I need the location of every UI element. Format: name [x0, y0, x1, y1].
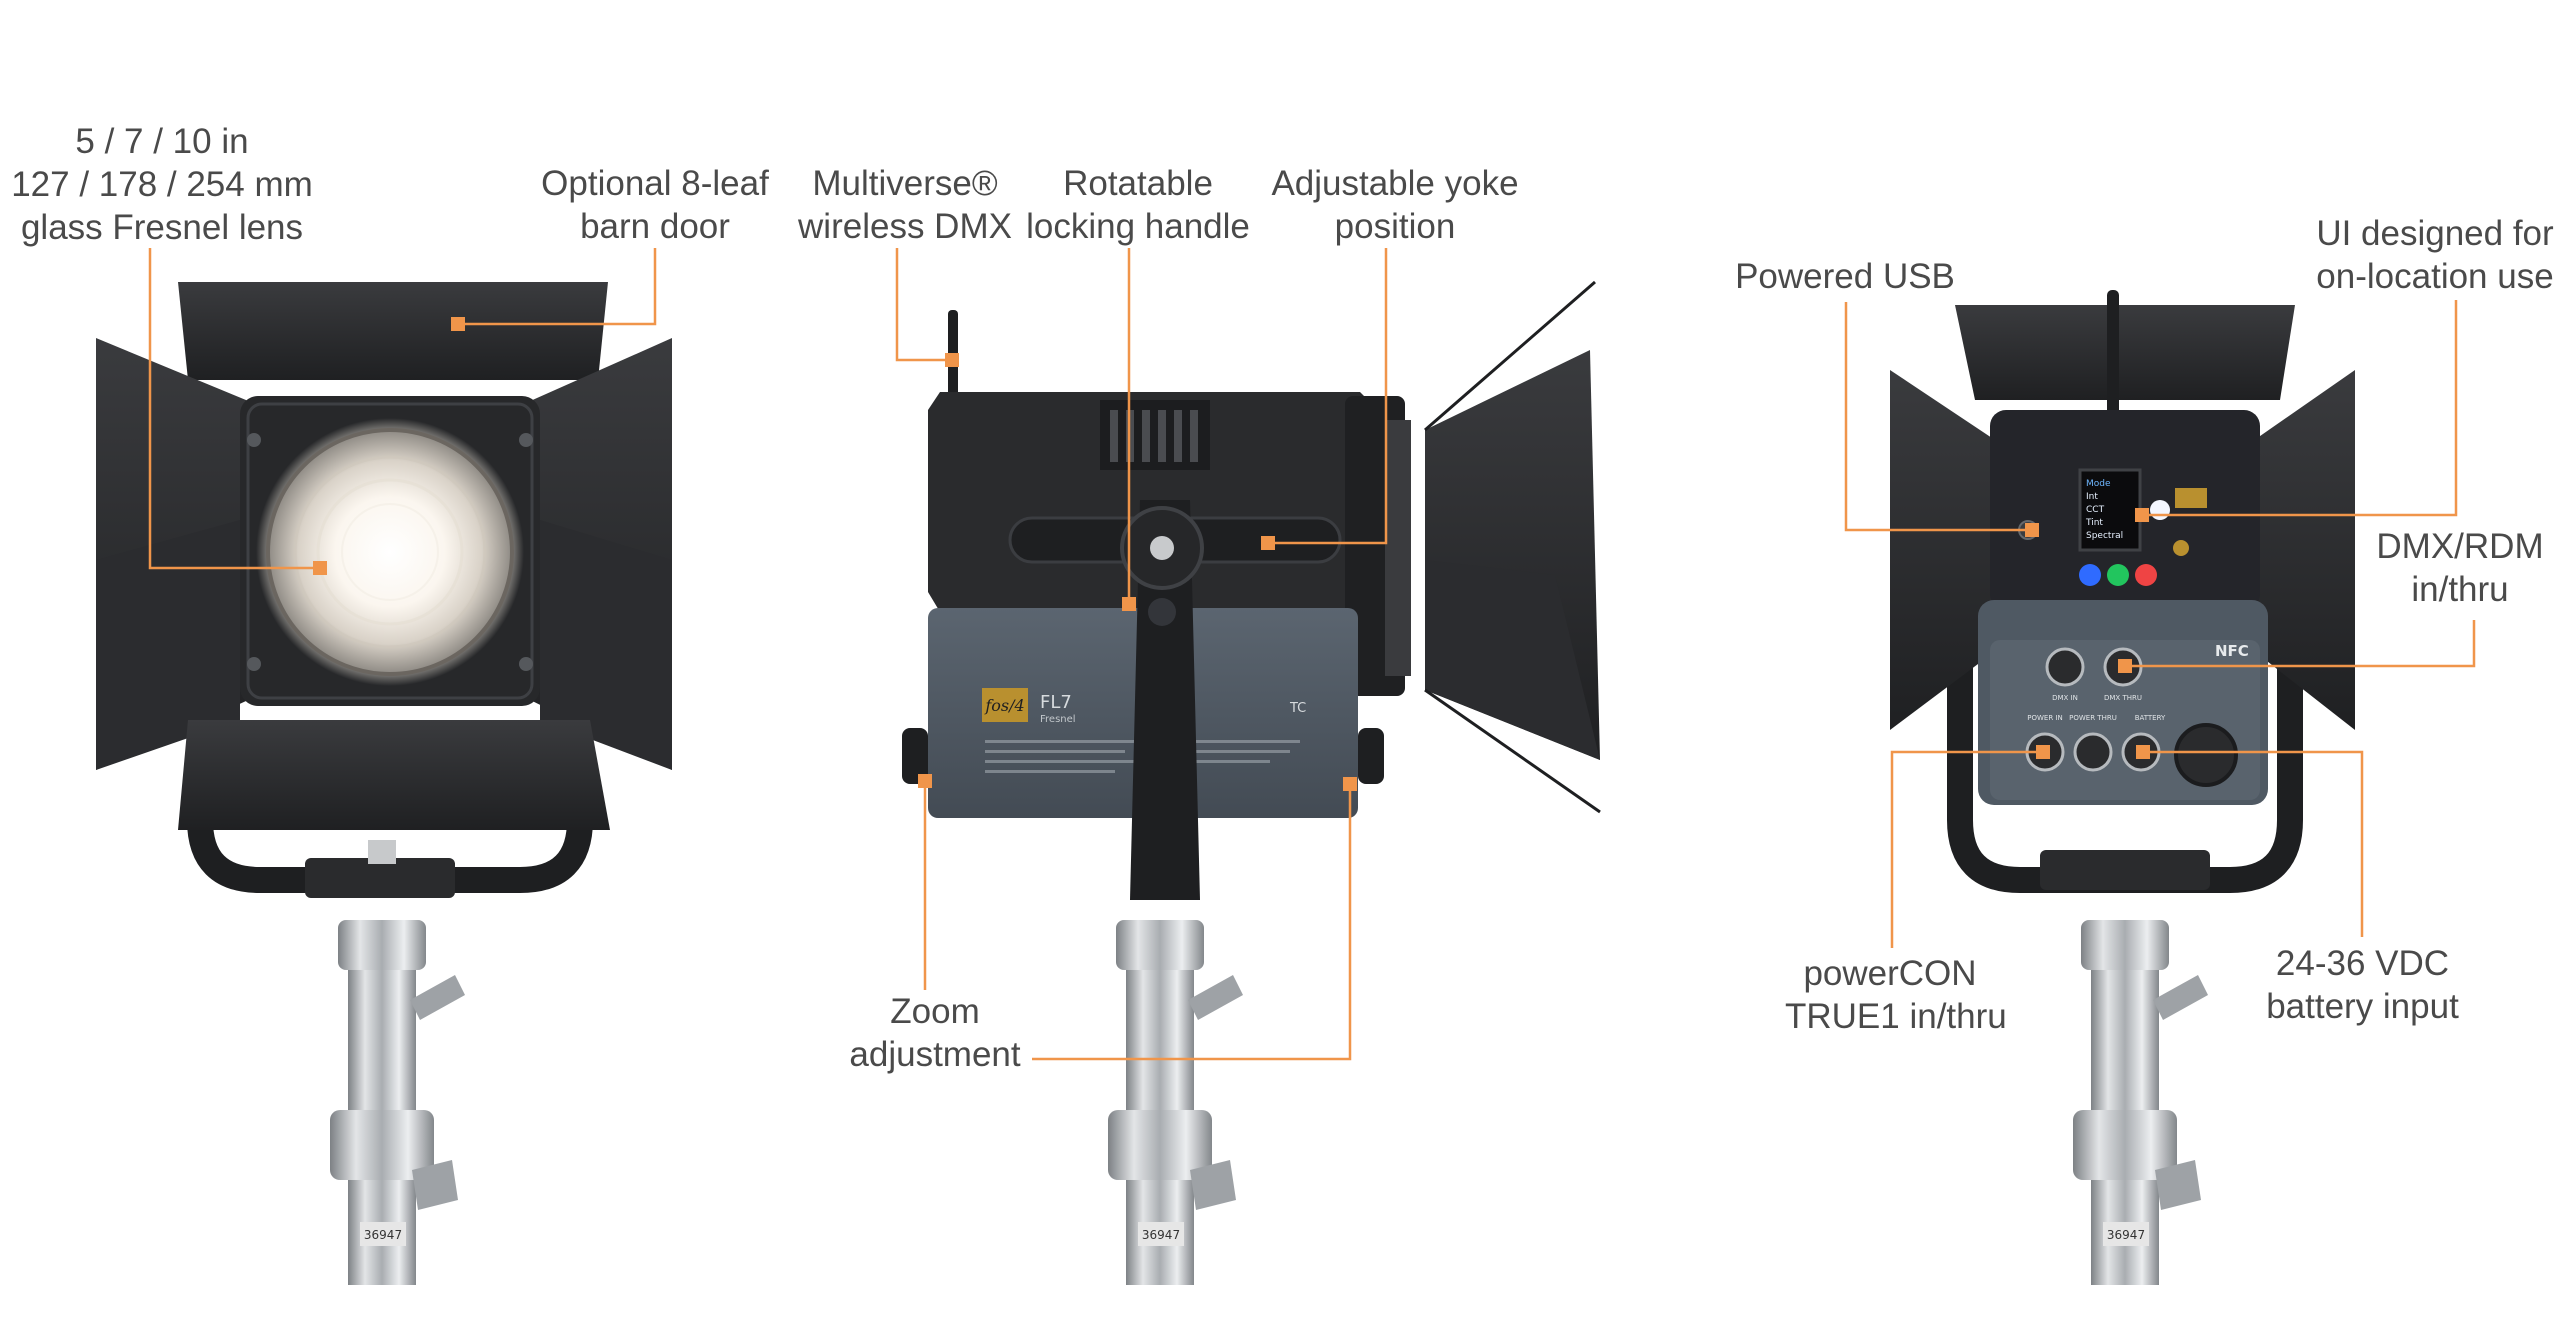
label-wireless-line2: wireless DMX	[798, 207, 1012, 246]
port-label-dmx-thru: DMX THRU	[2104, 694, 2142, 702]
screen-line: Spectral	[2086, 531, 2123, 541]
callout-battery	[2143, 750, 2364, 937]
label-lens: 5 / 7 / 10 in 127 / 178 / 254 mm glass F…	[0, 120, 324, 249]
callout-usb-marker	[2025, 523, 2039, 537]
label-usb-line1: Powered USB	[1735, 257, 1955, 296]
front-view-fixture: 36947	[96, 282, 672, 1285]
label-ui-line2: on-location use	[2316, 257, 2554, 296]
label-wireless: Multiverse® wireless DMX	[790, 162, 1020, 248]
callout-barn-door	[458, 248, 657, 326]
tc-mark: TC	[1289, 701, 1306, 716]
screen-line: Mode	[2086, 479, 2111, 489]
stand-tag-left: 36947	[364, 1228, 402, 1242]
label-lens-line2: 127 / 178 / 254 mm	[11, 165, 313, 204]
callout-dmx	[2125, 620, 2476, 668]
callout-ui-marker	[2135, 508, 2149, 522]
callout-lens	[148, 248, 320, 570]
label-battery: 24-36 VDC battery input	[2250, 942, 2475, 1028]
callout-powercon-marker	[2036, 745, 2050, 759]
light-stand-right: 36947	[2073, 920, 2208, 1285]
callout-powercon	[1890, 750, 2043, 948]
label-powercon: powerCON TRUE1 in/thru	[1785, 952, 2007, 1038]
callout-wireless-marker	[945, 353, 959, 367]
callout-wireless	[895, 248, 952, 362]
label-lens-line1: 5 / 7 / 10 in	[75, 122, 249, 161]
label-powercon-line2: TRUE1 in/thru	[1785, 997, 2007, 1036]
label-handle-line2: locking handle	[1026, 207, 1250, 246]
label-dmx-line2: in/thru	[2411, 570, 2509, 609]
callout-zoom	[923, 784, 1352, 1061]
callout-zoom-marker	[1343, 777, 1357, 791]
callout-markers	[313, 317, 2150, 791]
stand-tag-right: 36947	[2107, 1228, 2145, 1242]
label-battery-line1: 24-36 VDC	[2275, 944, 2450, 983]
model-subtitle: Fresnel	[1040, 714, 1076, 725]
label-lens-line3: glass Fresnel lens	[20, 208, 304, 247]
brand-logo-text: fos/4	[984, 696, 1024, 715]
label-barn-door-line2: barn door	[580, 207, 730, 246]
callout-lens-marker	[313, 561, 327, 575]
label-yoke-line1: Adjustable yoke	[1271, 164, 1519, 203]
screen-line: Tint	[2085, 518, 2103, 528]
callout-zoom-marker-left	[918, 774, 932, 788]
callout-barn-door-marker	[451, 317, 465, 331]
model-name: FL7	[1040, 692, 1072, 713]
port-label-power-in: POWER IN	[2027, 714, 2062, 722]
callout-dmx-marker	[2118, 659, 2132, 673]
label-ui: UI designed for on-location use	[2310, 212, 2560, 298]
label-yoke-line2: position	[1334, 207, 1456, 246]
light-stand-middle: 36947	[1108, 920, 1243, 1285]
nfc-mark: NFC	[2215, 642, 2249, 660]
label-handle-line1: Rotatable	[1063, 164, 1213, 203]
callout-battery-marker	[2136, 745, 2150, 759]
label-dmx-line1: DMX/RDM	[2376, 527, 2544, 566]
label-zoom: Zoom adjustment	[840, 990, 1030, 1076]
screen-line: Int	[2086, 492, 2098, 502]
callout-yoke	[1268, 248, 1388, 545]
label-zoom-line1: Zoom	[890, 992, 980, 1031]
callout-usb	[1844, 302, 2032, 532]
light-stand-left: 36947	[330, 920, 465, 1285]
label-yoke: Adjustable yoke position	[1255, 162, 1535, 248]
callout-lines	[148, 248, 2476, 1061]
label-usb: Powered USB	[1735, 255, 1955, 298]
side-view-fixture: 36947 fos/4 FL7 Fresnel TC	[902, 280, 1601, 1285]
label-ui-line1: UI designed for	[2316, 214, 2554, 253]
label-zoom-line2: adjustment	[849, 1035, 1021, 1074]
stand-tag-middle: 36947	[1142, 1228, 1180, 1242]
label-barn-door-line1: Optional 8-leaf	[541, 164, 769, 203]
label-barn-door: Optional 8-leaf barn door	[505, 162, 805, 248]
label-wireless-line1: Multiverse®	[812, 164, 998, 203]
callout-handle-marker	[1122, 597, 1136, 611]
label-handle: Rotatable locking handle	[1018, 162, 1258, 248]
port-label-battery: BATTERY	[2135, 714, 2166, 722]
port-label-dmx-in: DMX IN	[2052, 694, 2078, 702]
port-label-power-thru: POWER THRU	[2069, 714, 2117, 722]
label-dmx: DMX/RDM in/thru	[2370, 525, 2550, 611]
label-battery-line2: battery input	[2266, 987, 2459, 1026]
screen-line: CCT	[2086, 505, 2105, 515]
callout-yoke-marker	[1261, 536, 1275, 550]
callout-ui	[2142, 300, 2458, 517]
label-powercon-line1: powerCON	[1803, 954, 1977, 993]
